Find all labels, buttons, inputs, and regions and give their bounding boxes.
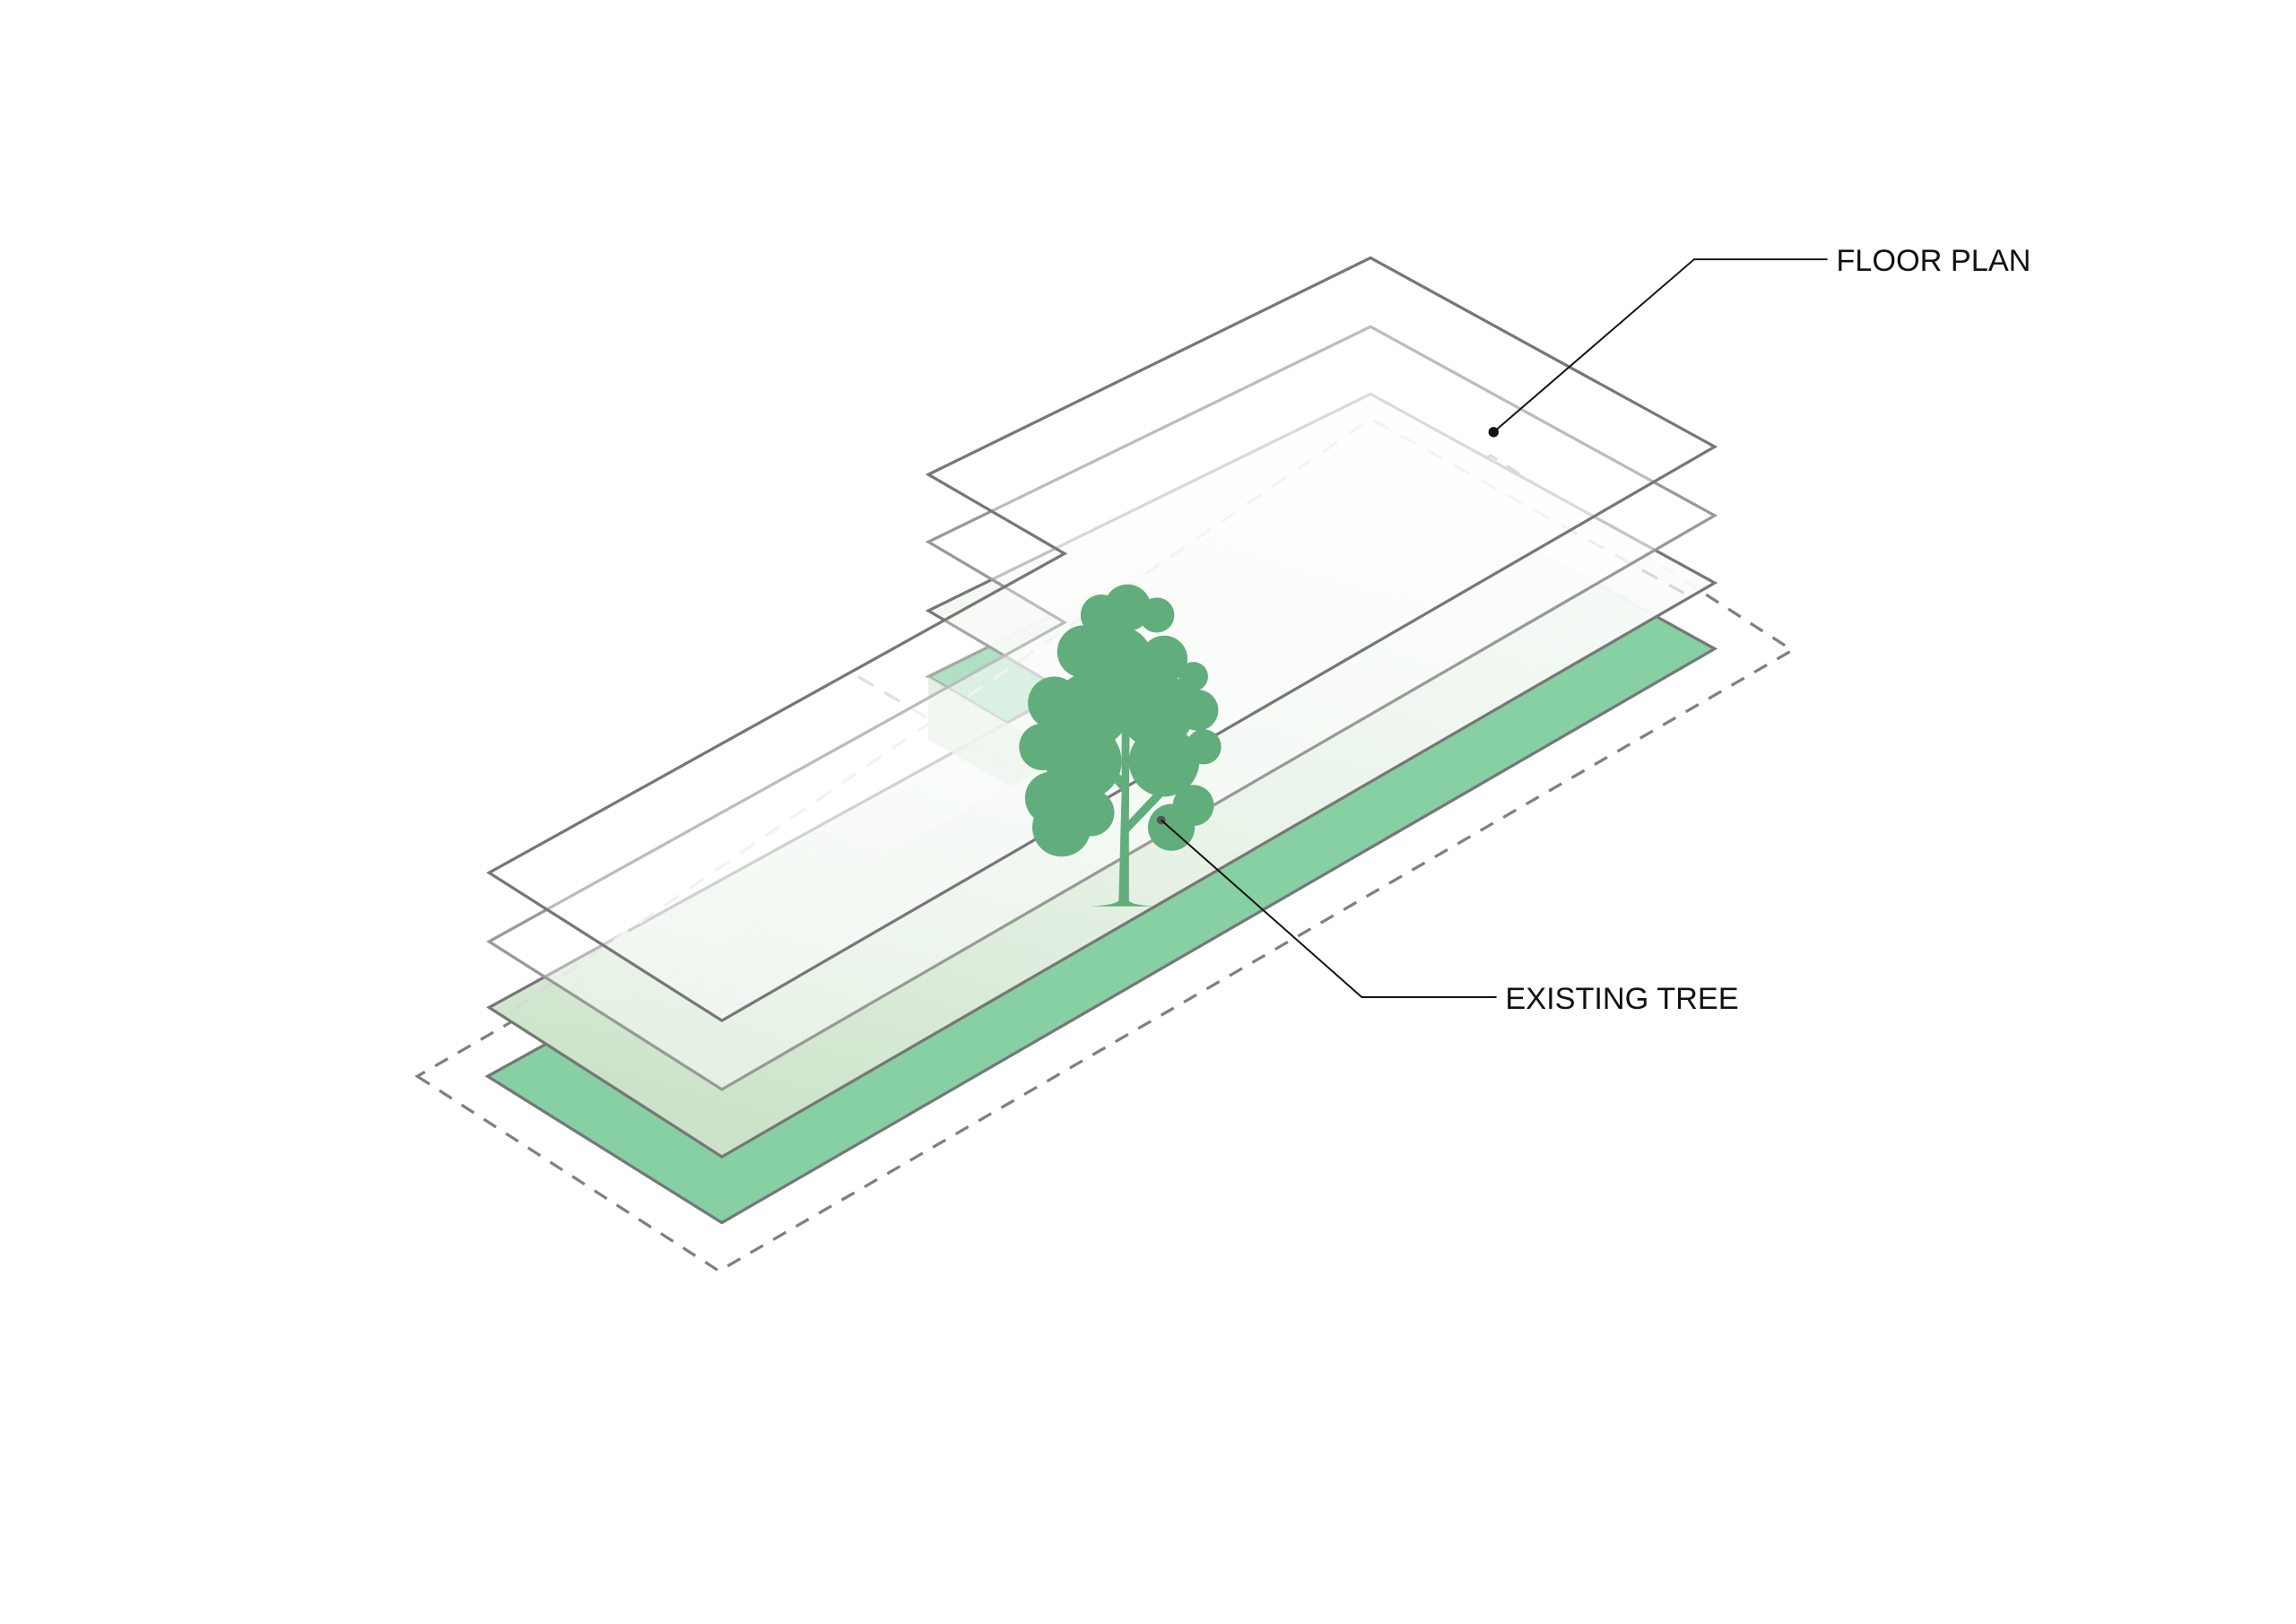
floor-plan-label: FLOOR PLAN xyxy=(1836,244,2031,278)
tree-icon xyxy=(1019,584,1222,907)
existing-tree-leader-line xyxy=(1161,819,1497,999)
existing-tree-label: EXISTING TREE xyxy=(1505,982,1738,1016)
floor-plan-leader-line xyxy=(1492,258,1828,433)
site-boundary-dashed xyxy=(414,454,1796,1273)
